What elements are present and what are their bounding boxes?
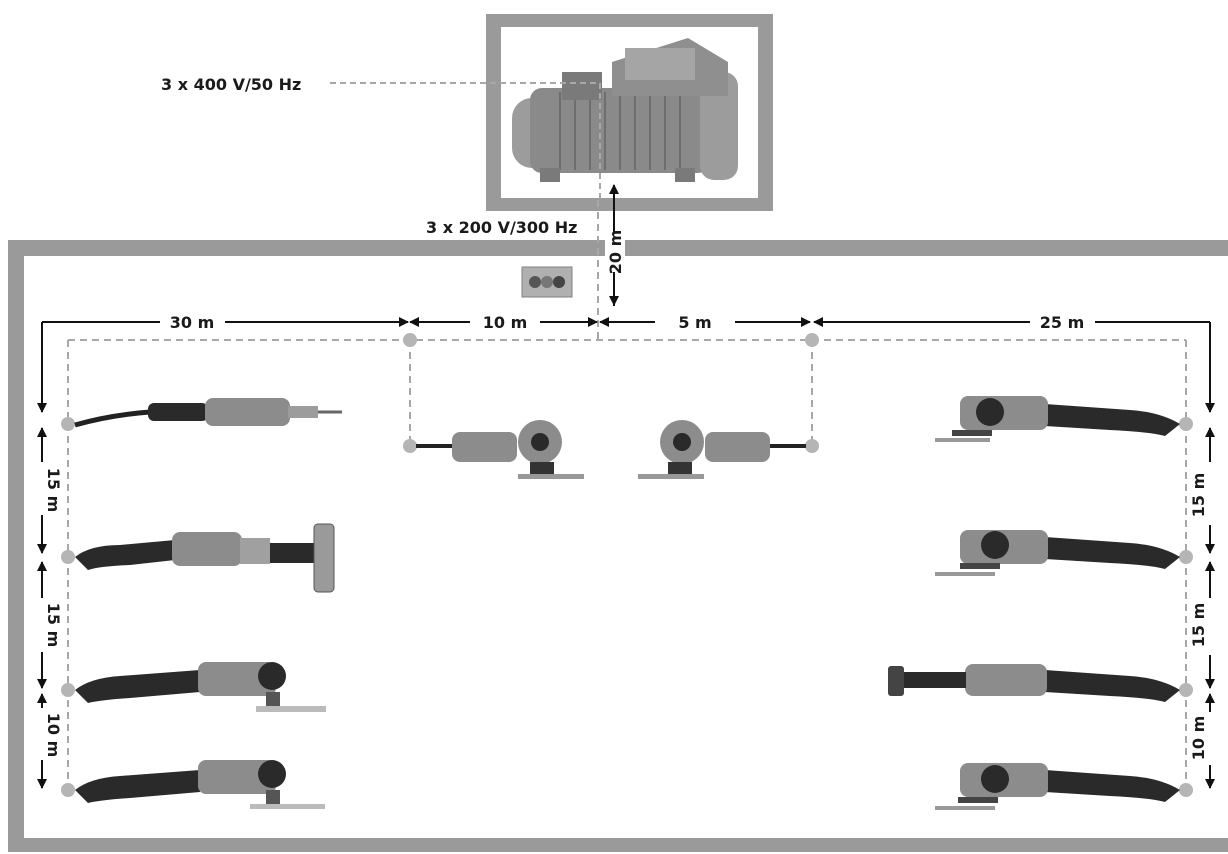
right-gap-3-label: 10 m xyxy=(1189,716,1208,761)
feed-distance-label: 20 m xyxy=(606,230,625,275)
right-gap-1-label: 15 m xyxy=(1189,473,1208,518)
input-voltage-label: 3 x 400 V/50 Hz xyxy=(161,75,301,94)
left-gap-1-label: 15 m xyxy=(44,468,63,513)
left-gap-3-label: 10 m xyxy=(44,713,63,758)
right-span-label: 25 m xyxy=(1040,313,1085,332)
right-gap-2-label: 15 m xyxy=(1189,603,1208,648)
switch-box-icon xyxy=(522,267,572,297)
output-voltage-label: 3 x 200 V/300 Hz xyxy=(426,218,577,237)
mid-right-span-label: 5 m xyxy=(678,313,711,332)
left-span-label: 30 m xyxy=(170,313,215,332)
left-gap-2-label: 15 m xyxy=(44,603,63,648)
mid-left-span-label: 10 m xyxy=(483,313,528,332)
